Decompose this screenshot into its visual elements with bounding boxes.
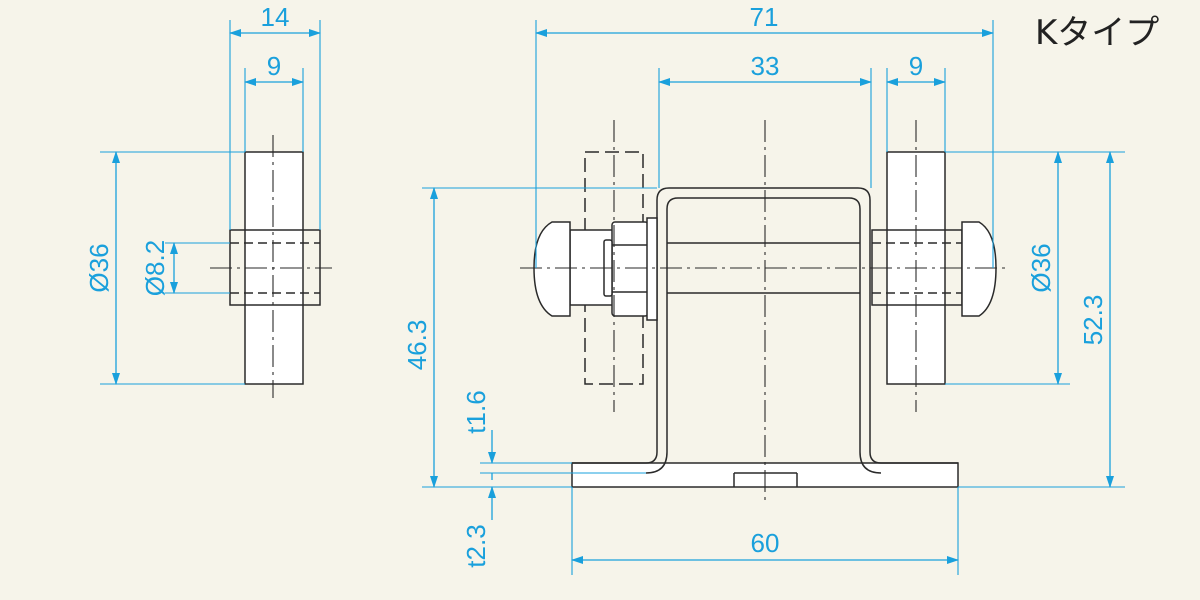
dim-t1-6: t1.6 [461,390,491,433]
front-view [520,120,1010,500]
left-bolt-head [533,221,571,317]
dim-dia36-right: Ø36 [1026,243,1056,292]
dim-14: 14 [261,2,290,32]
dim-9-left: 9 [267,51,281,81]
dim-9-right: 9 [909,51,923,81]
dim-dia36-left: Ø36 [84,243,114,292]
drawing-title: Kタイプ [1035,13,1159,53]
right-bolt-head [961,221,997,317]
hex-nut [611,221,649,317]
dim-52-3: 52.3 [1078,295,1108,346]
dim-71: 71 [750,2,779,32]
dim-t2-3: t2.3 [461,524,491,567]
washer [646,217,658,321]
front-view-dimensions: 71 33 9 Ø36 52.3 46.3 t1.6 t2.3 60 [402,2,1125,575]
bracket-inner [645,197,882,474]
dim-46-3: 46.3 [402,320,432,371]
wheel-side-view [210,135,332,398]
dim-dia8-2: Ø8.2 [140,240,170,296]
dim-33: 33 [751,51,780,81]
bracket-outer [572,187,958,464]
side-view-dimensions: 14 9 Ø36 Ø8.2 [84,2,321,385]
dim-60: 60 [751,528,780,558]
